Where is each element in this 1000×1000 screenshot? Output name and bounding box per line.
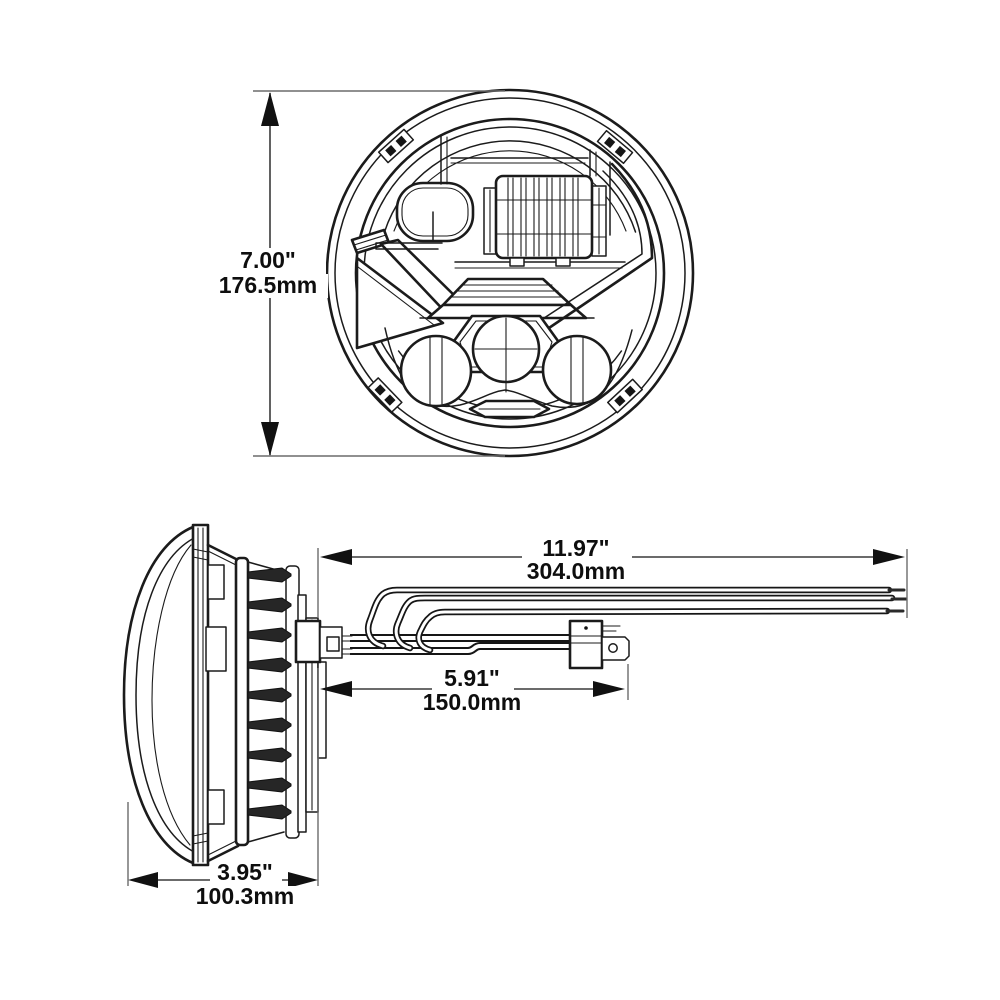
low-beam-lens-left — [399, 334, 473, 408]
dimension-depth: 3.95" 100.3mm — [128, 859, 318, 909]
cooling-fins — [247, 567, 292, 820]
dim-wire-mm: 304.0mm — [527, 558, 625, 584]
side-view — [122, 523, 908, 867]
dim-depth-inches: 3.95" — [217, 859, 273, 885]
dim-depth-mm: 100.3mm — [196, 883, 294, 909]
bottom-trim — [468, 399, 551, 419]
inline-connector — [568, 619, 630, 670]
headlight-connector — [294, 619, 353, 664]
support-posts — [440, 135, 448, 185]
dim-height-inches: 7.00" — [240, 247, 296, 273]
led-driver-block — [454, 174, 626, 269]
outer-rim-rings — [325, 88, 695, 458]
heatsink-body — [205, 543, 327, 863]
extension-lines — [127, 90, 908, 886]
dimension-wire-length: 11.97" 304.0mm — [320, 535, 905, 584]
dimension-connector: 5.91" 150.0mm — [320, 665, 625, 715]
mount-tab-lower-right — [607, 378, 643, 414]
dim-connector-inches: 5.91" — [444, 665, 500, 691]
dimension-height: 7.00" 176.5mm — [206, 92, 328, 456]
low-beam-lens-right — [541, 334, 613, 406]
mount-tab-upper-right — [596, 129, 634, 165]
dim-wire-inches: 11.97" — [542, 535, 609, 561]
projector-lenses — [399, 314, 613, 408]
dim-connector-mm: 150.0mm — [423, 689, 521, 715]
lens-dome — [122, 523, 210, 867]
dim-height-mm: 176.5mm — [219, 272, 317, 298]
inner-frame — [450, 149, 611, 236]
front-view — [325, 88, 695, 458]
wiring-harness — [350, 586, 908, 655]
reflector-wedges — [355, 238, 464, 350]
capsule-reflector — [375, 181, 475, 250]
